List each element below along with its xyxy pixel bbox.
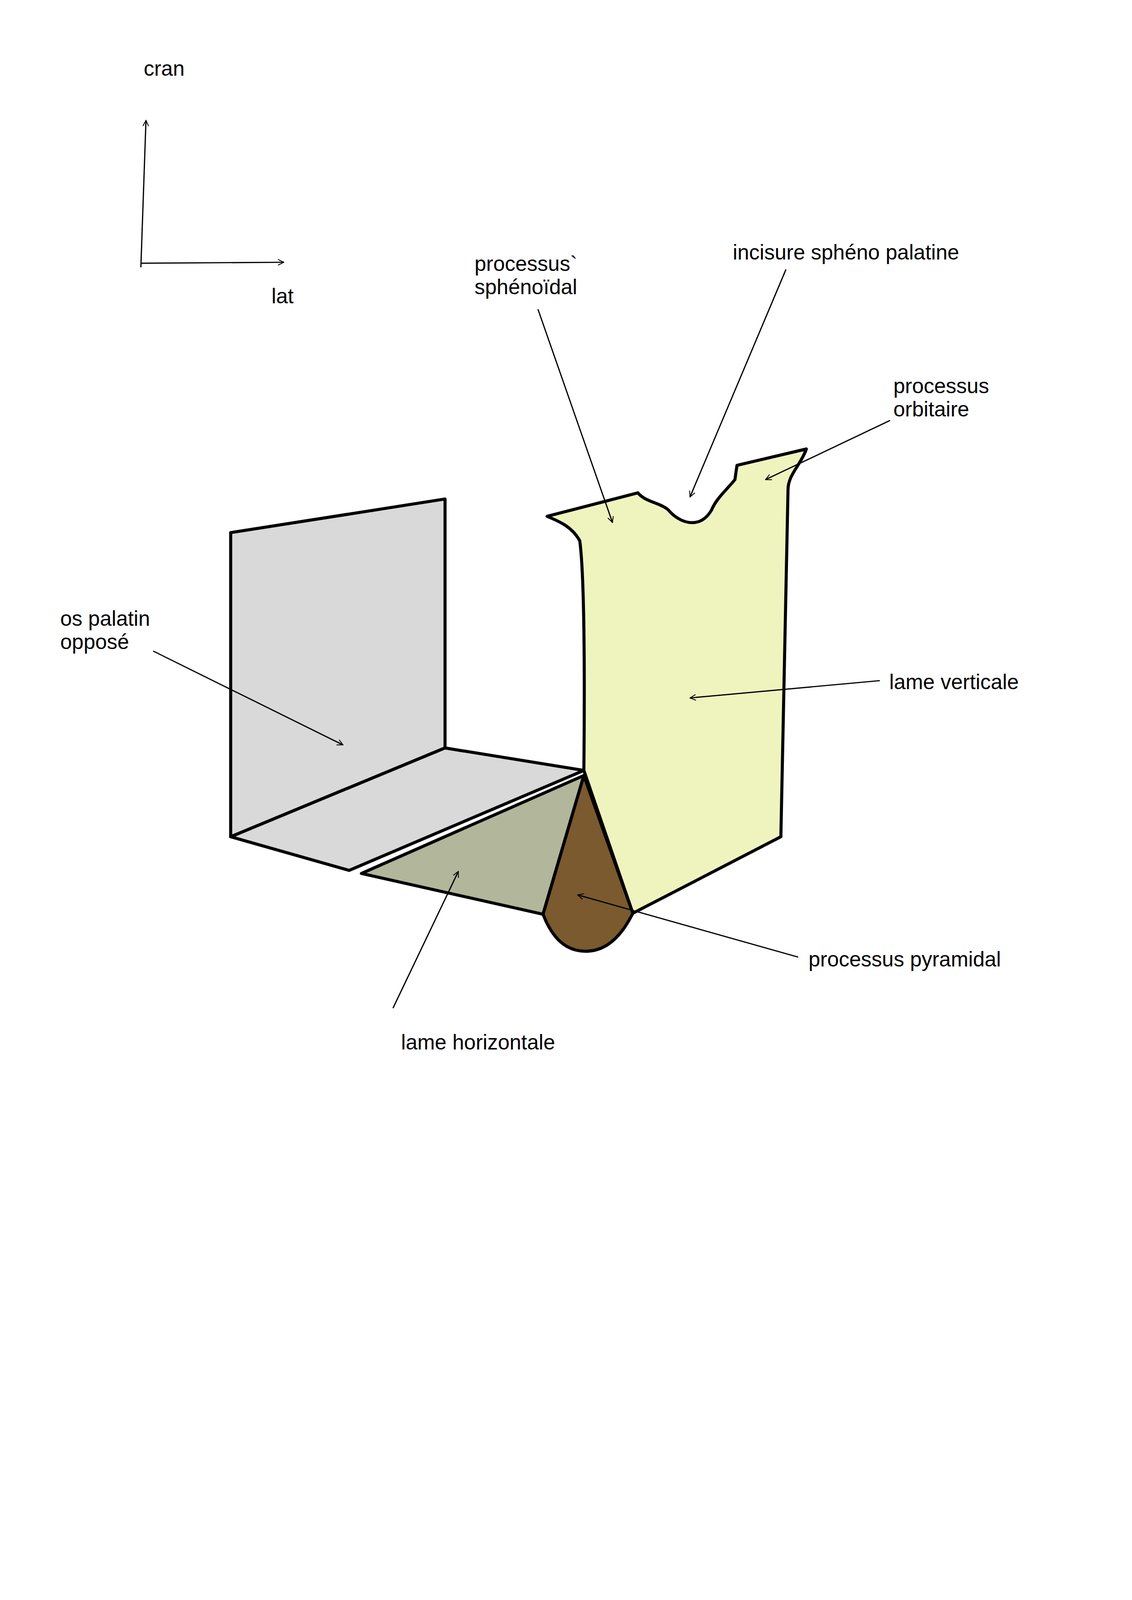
pyramidal-process: [542, 775, 633, 952]
cranial-axis: [140, 120, 147, 268]
part-label: lame horizontale: [401, 1031, 556, 1055]
leader-line: [689, 680, 880, 699]
leader-line: [577, 895, 799, 958]
axis-label: lat: [271, 284, 294, 308]
part-label: incisure sphéno palatine: [732, 240, 960, 265]
leader-lines: [153, 269, 891, 1009]
part-label: processus` sphénoïdal: [474, 252, 607, 299]
leader-line: [765, 420, 891, 480]
leader-line: [689, 269, 786, 498]
lateral-axis: [140, 262, 284, 264]
part-label: os palatin opposé: [60, 607, 179, 654]
leader-line: [537, 309, 613, 523]
axis-label: cran: [143, 57, 185, 81]
part-label: lame verticale: [889, 670, 1019, 694]
part-label: processus pyramidal: [808, 948, 1002, 972]
axis-arrows: [140, 120, 284, 268]
leader-line: [392, 871, 459, 1009]
leader-line: [153, 651, 344, 746]
part-label: processus orbitaire: [893, 374, 1031, 421]
